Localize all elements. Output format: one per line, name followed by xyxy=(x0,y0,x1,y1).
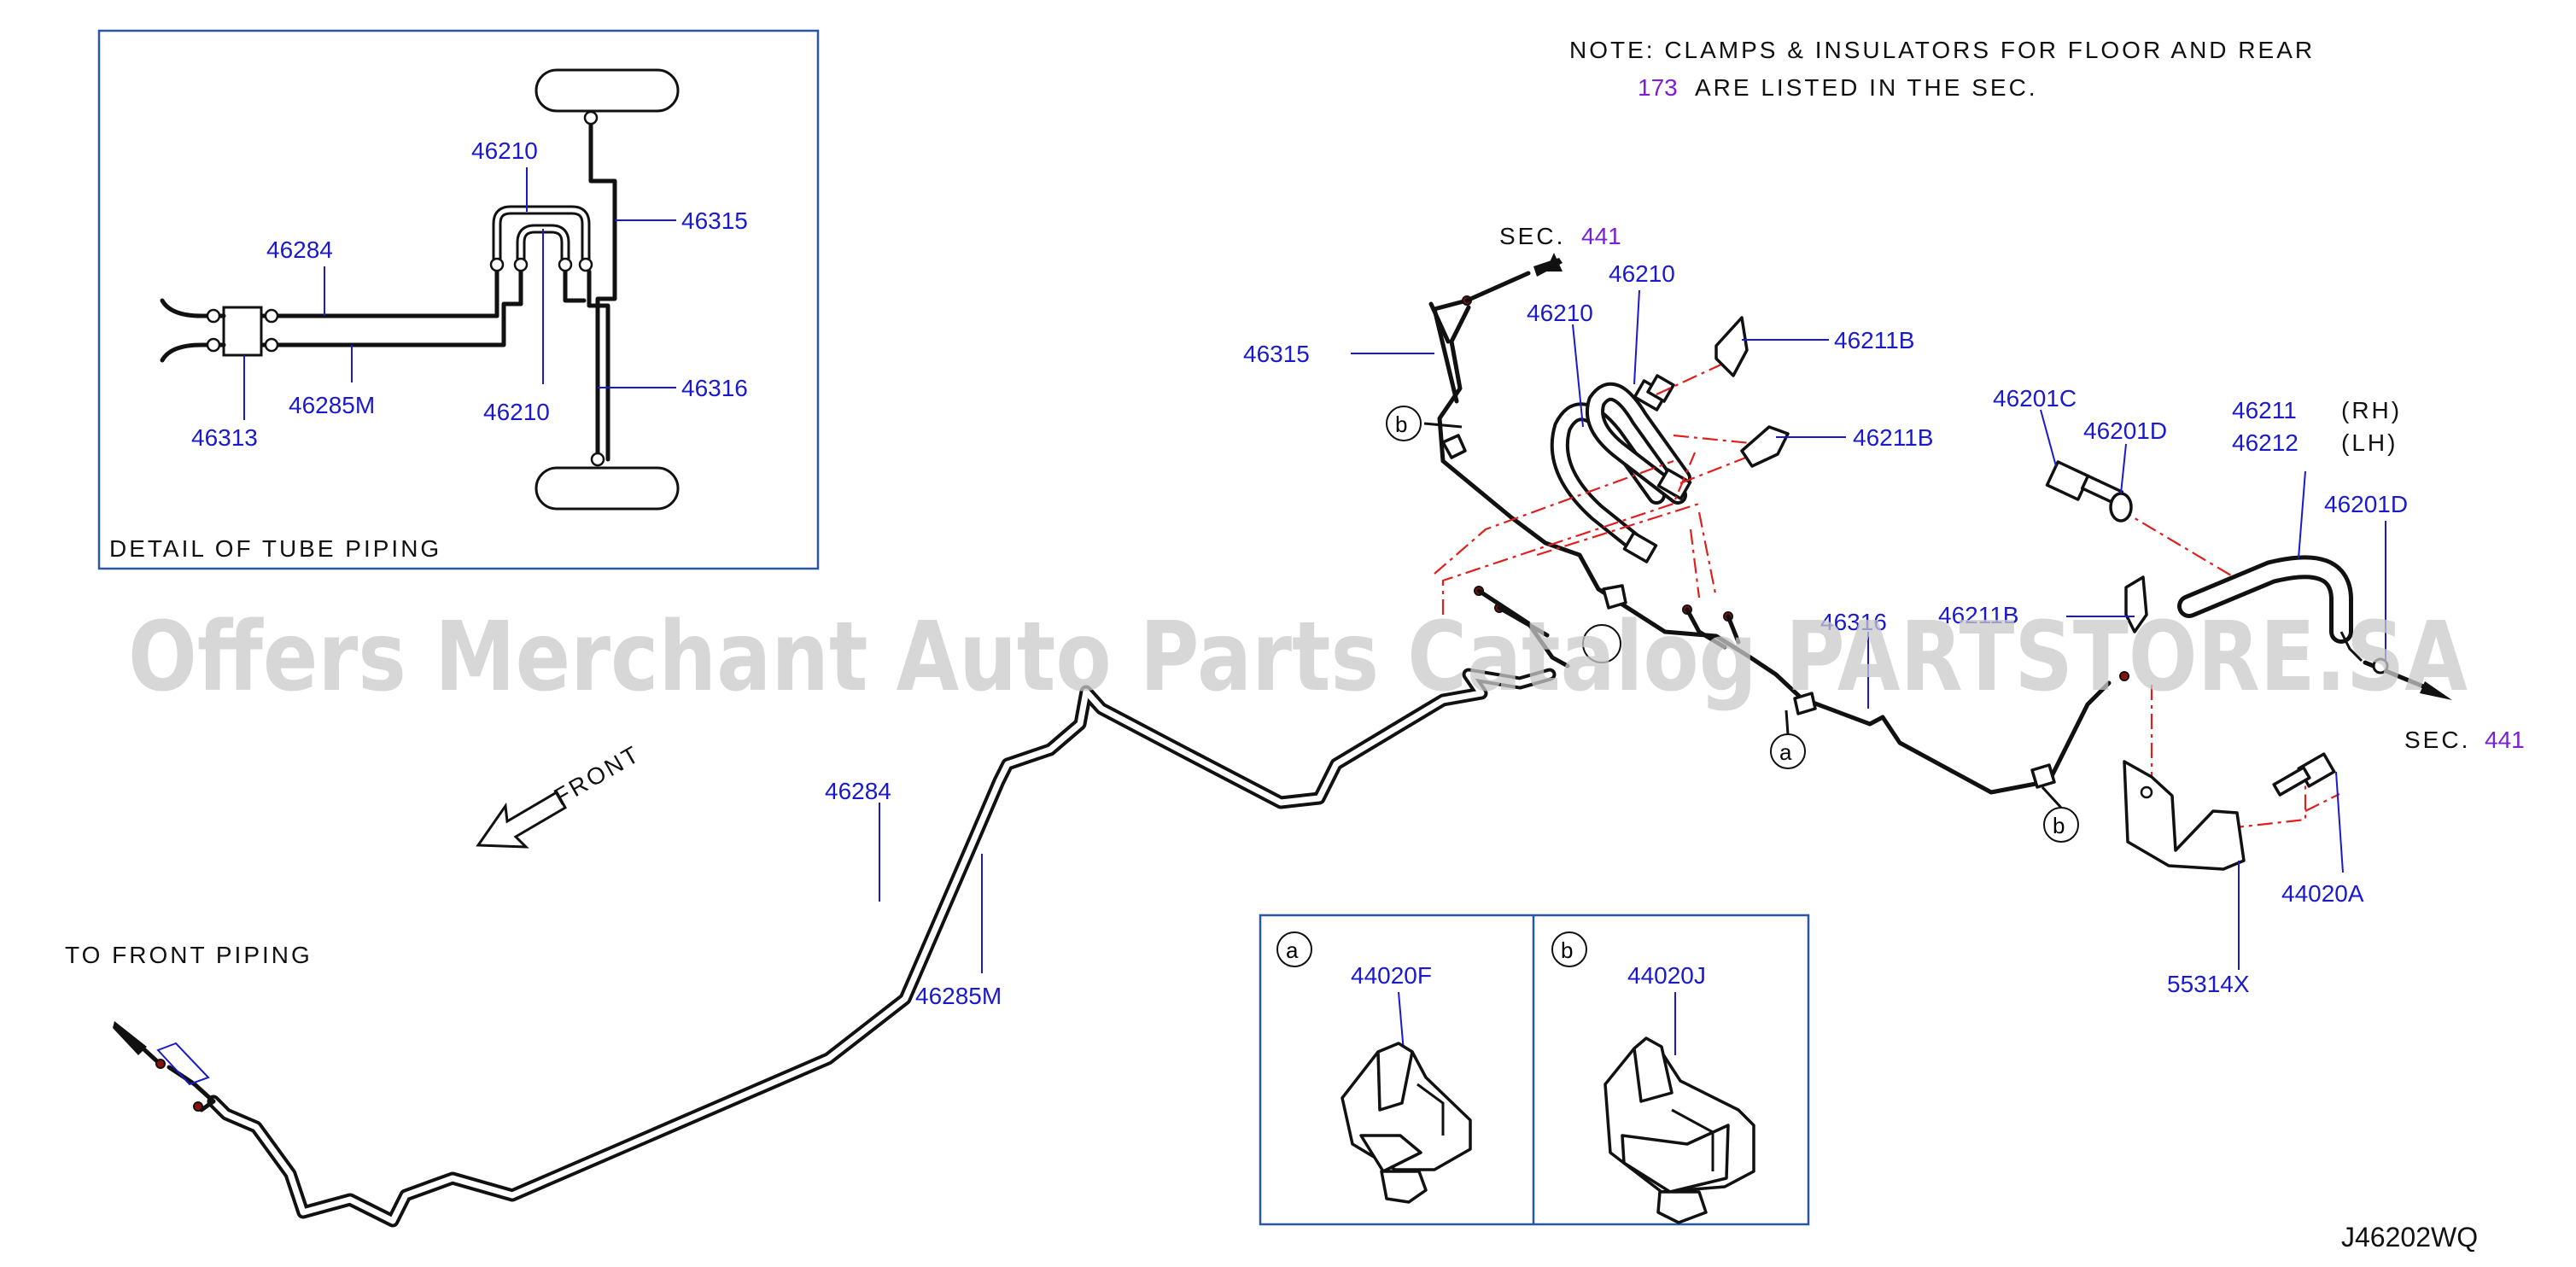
label-46210-b[interactable]: 46210 xyxy=(1609,260,1675,287)
tube-46316 xyxy=(1437,305,2112,795)
detail-box-frame xyxy=(97,29,820,570)
note-ref-173[interactable]: 173 xyxy=(1638,74,1678,101)
clip-detail-box: a b 44020F 44020J xyxy=(1259,914,1810,1226)
label-55314X[interactable]: 55314X xyxy=(2167,971,2250,997)
clip-a-mid xyxy=(1602,584,1627,610)
sec-label-right: SEC. xyxy=(2404,727,2470,753)
main-tube-run: 46284 46285M TO FRONT PIPING xyxy=(65,668,1557,1228)
watermark: Offers Merchant Auto Parts Catalog PARTS… xyxy=(128,602,2468,713)
label-46211[interactable]: 46211 xyxy=(2232,397,2297,423)
clip-44020J xyxy=(1603,1036,1755,1224)
detail-junction-46313 xyxy=(222,306,263,357)
svg-text:b: b xyxy=(2053,813,2065,838)
clip-box-a-letter: a xyxy=(1286,937,1299,963)
label-46201D-1[interactable]: 46201D xyxy=(2083,417,2167,444)
callout-b-1[interactable] xyxy=(1386,406,1422,441)
detail-tube-46285M xyxy=(258,301,523,347)
sec-441-top[interactable]: 441 xyxy=(1581,223,1621,249)
detail-tube-46315 xyxy=(588,115,617,462)
label-46212[interactable]: 46212 xyxy=(2232,429,2299,456)
right-parts: 46201C 46201D 46201D 46211 46212 (RH) (L… xyxy=(1993,385,2408,997)
clip-box-a-circle xyxy=(1276,931,1312,967)
washer-46201D xyxy=(2109,492,2133,523)
label-46284[interactable]: 46284 xyxy=(825,778,891,804)
detail-of-tube-piping: 46210 46284 46315 46285M 46210 46316 463… xyxy=(97,29,820,570)
detail-wheel-bottom xyxy=(534,466,680,511)
clip-a-low xyxy=(1793,692,1817,715)
detail-label-46315[interactable]: 46315 xyxy=(681,207,748,234)
sec-label-top: SEC. xyxy=(1499,223,1565,249)
front-indicator: FRONT xyxy=(476,740,645,849)
front-arrow-icon xyxy=(476,790,568,849)
bolt-46201C xyxy=(2045,460,2124,506)
centerlines xyxy=(1434,362,2340,830)
detail-title: DETAIL OF TUBE PIPING xyxy=(109,535,441,562)
label-44020A[interactable]: 44020A xyxy=(2281,880,2364,907)
clip-44020F xyxy=(1341,1042,1472,1204)
detail-label-46313[interactable]: 46313 xyxy=(191,424,258,451)
detail-label-46210-top[interactable]: 46210 xyxy=(471,137,538,164)
clip-46211B-1 xyxy=(1714,316,1749,377)
label-46285M[interactable]: 46285M xyxy=(915,983,1002,1009)
label-46315[interactable]: 46315 xyxy=(1243,341,1310,367)
rear-tubes: SEC. 441 SEC. 441 xyxy=(1428,223,2525,795)
svg-text:a: a xyxy=(1779,739,1792,765)
callout-letters: b a b xyxy=(1386,406,2079,843)
label-lh: (LH) xyxy=(2341,429,2398,456)
bracket-55314X xyxy=(2123,760,2246,871)
note: NOTE: CLAMPS & INSULATORS FOR FLOOR AND … xyxy=(1569,37,2315,101)
label-46201C[interactable]: 46201C xyxy=(1993,385,2077,412)
svg-text:b: b xyxy=(1395,412,1407,437)
clip-46211B-2 xyxy=(1740,425,1790,468)
tube-46315 xyxy=(1432,298,1469,404)
label-46211B-3[interactable]: 46211B xyxy=(1938,602,2018,628)
label-46211B-1[interactable]: 46211B xyxy=(1834,327,1914,353)
sec-441-right-arrow xyxy=(2420,681,2452,700)
label-46316[interactable]: 46316 xyxy=(1820,609,1887,635)
detail-label-46316[interactable]: 46316 xyxy=(681,375,748,401)
detail-label-46210-bottom[interactable]: 46210 xyxy=(483,399,550,425)
detail-tube-46316 xyxy=(587,269,610,462)
label-46201D-2[interactable]: 46201D xyxy=(2324,491,2408,517)
sec-441-top-arrow xyxy=(1545,253,1563,272)
clip-46211B-3 xyxy=(2124,575,2148,634)
detail-label-46285M[interactable]: 46285M xyxy=(289,392,375,418)
diagram-code: J46202WQ xyxy=(2341,1222,2478,1252)
label-44020F[interactable]: 44020F xyxy=(1351,962,1432,989)
clip-b-low xyxy=(2030,763,2056,789)
front-label: FRONT xyxy=(550,740,645,811)
clip-b-top xyxy=(1441,434,1467,459)
loop-tubes-46210: 46210 46210 xyxy=(1527,260,1692,563)
label-46211B-2[interactable]: 46211B xyxy=(1853,424,1933,451)
clips-46211B: 46211B 46211B 46211B xyxy=(1714,316,2148,634)
to-front-piping: TO FRONT PIPING xyxy=(65,942,313,968)
detail-label-46284[interactable]: 46284 xyxy=(266,236,333,263)
bolt-44020A xyxy=(2272,752,2336,797)
detail-wheel-top xyxy=(534,68,680,113)
label-44020J[interactable]: 44020J xyxy=(1627,962,1706,989)
note-line1: NOTE: CLAMPS & INSULATORS FOR FLOOR AND … xyxy=(1569,37,2315,63)
note-line2: ARE LISTED IN THE SEC. xyxy=(1695,74,2038,101)
clip-box-b-circle xyxy=(1551,931,1587,967)
sec-441-right[interactable]: 441 xyxy=(2485,727,2525,753)
clip-box-b-letter: b xyxy=(1561,937,1573,963)
label-46210-a[interactable]: 46210 xyxy=(1527,300,1593,326)
label-rh: (RH) xyxy=(2341,397,2402,423)
